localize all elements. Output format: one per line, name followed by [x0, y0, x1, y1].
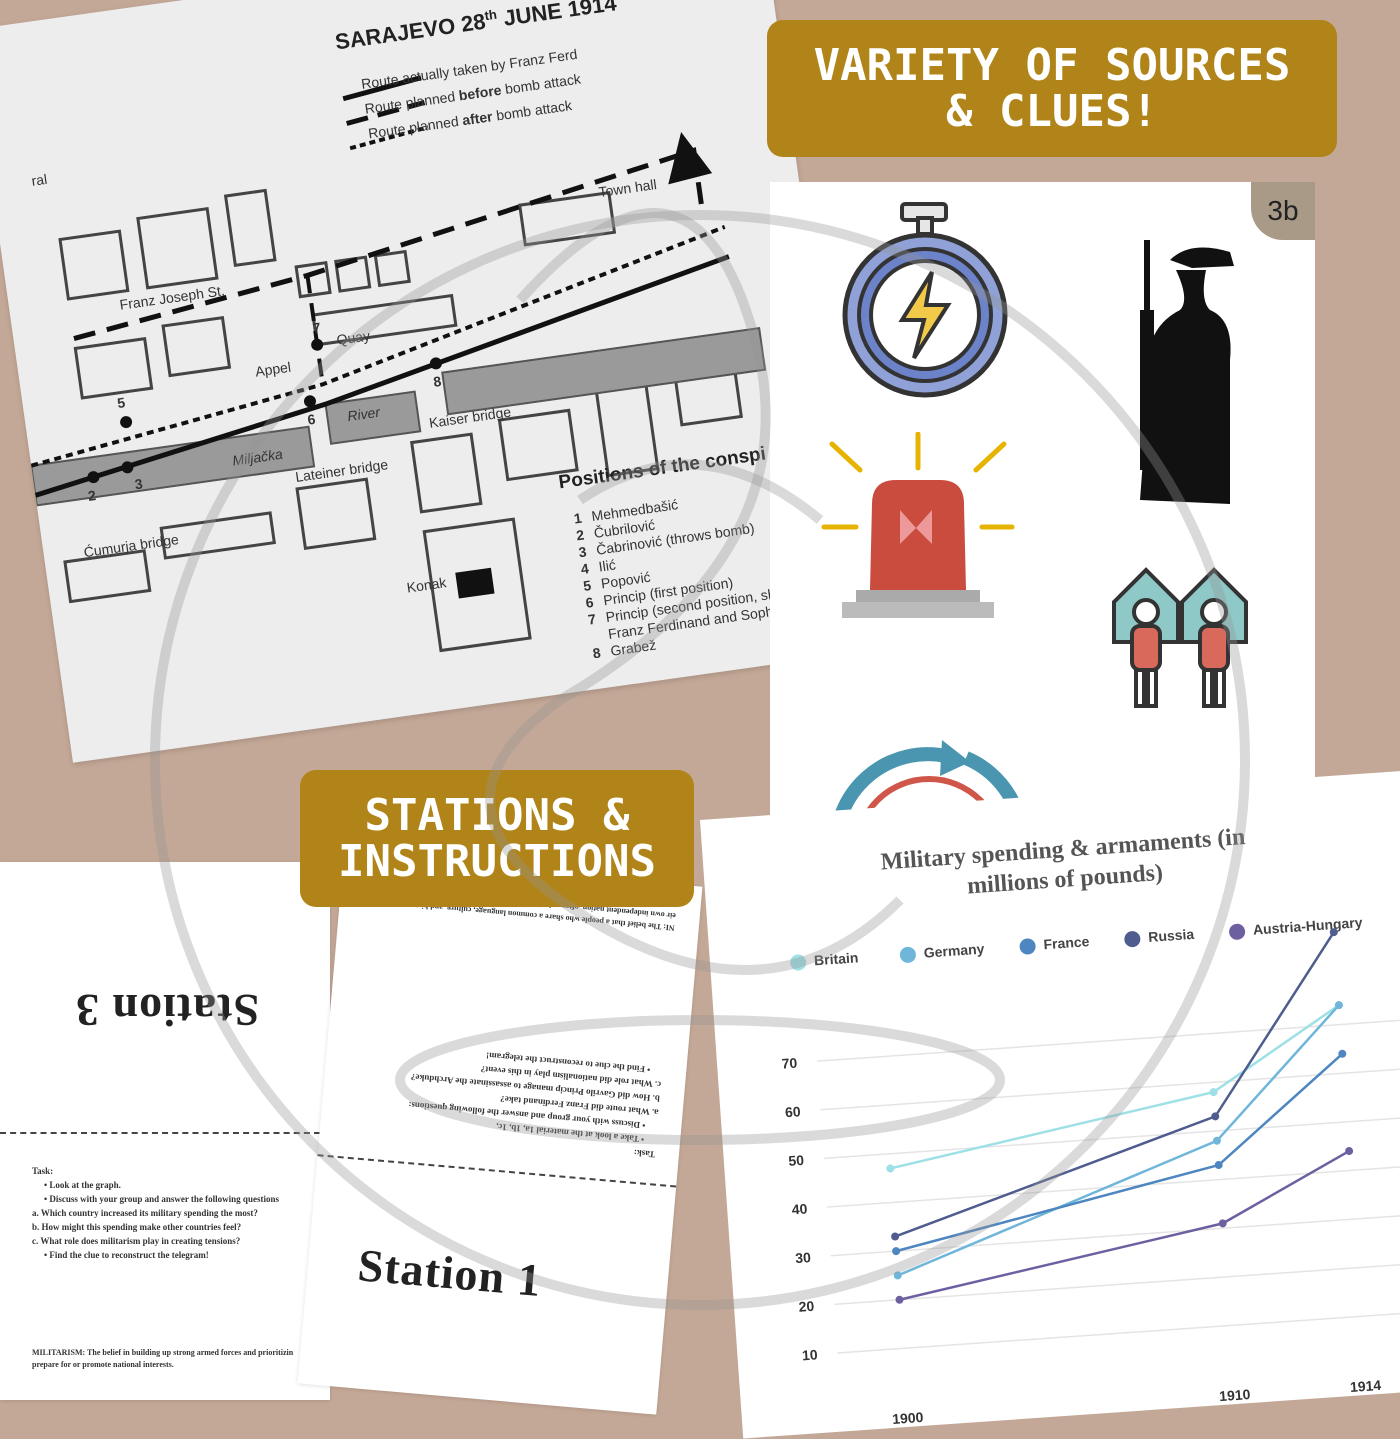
data-point: [1334, 1001, 1343, 1010]
konak-building-icon: [455, 567, 495, 599]
data-point: [1212, 1136, 1221, 1145]
variety-of-sources-banner: VARIETY OF SOURCES & CLUES!: [767, 20, 1337, 157]
cut-line: [0, 1132, 320, 1134]
task-label: Task:: [633, 1147, 656, 1160]
series-line-austria-hungary: [899, 1149, 1350, 1301]
y-tick-label: 30: [795, 1249, 812, 1266]
data-point: [1211, 1112, 1220, 1121]
gridline: [827, 1165, 1400, 1208]
task-line: • Find the clue to reconstruct the teleg…: [44, 1250, 209, 1260]
x-tick-label: 1900: [892, 1409, 924, 1427]
x-tick-label: 1914: [1349, 1377, 1381, 1395]
line-chart: 10 20 30 40 50 60 70 1900 1910 1914: [781, 928, 1400, 1427]
definition-line: prepare for or promote national interest…: [32, 1360, 174, 1369]
stopwatch-lightning-icon: [842, 202, 1008, 398]
y-tick-label: 10: [801, 1346, 818, 1363]
y-tick-label: 60: [784, 1103, 801, 1120]
task-label: Task:: [32, 1166, 54, 1176]
data-point: [891, 1232, 900, 1241]
y-tick-label: 20: [798, 1298, 815, 1315]
gridline: [837, 1311, 1400, 1354]
data-point: [1218, 1219, 1227, 1228]
station-3-title: Station 3: [75, 985, 260, 1036]
station-3-sheet: Station 3 Task: • Look at the graph. • D…: [0, 862, 330, 1400]
task-line: a. Which country increased its military …: [32, 1208, 258, 1218]
gridline: [820, 1067, 1400, 1111]
map-label-ral: ral: [30, 170, 49, 189]
street-map: [30, 75, 767, 653]
x-tick-label: 1910: [1219, 1386, 1251, 1404]
data-point: [1329, 928, 1338, 937]
y-tick-label: 50: [788, 1152, 805, 1169]
data-point: [1214, 1161, 1223, 1170]
data-point: [886, 1164, 895, 1173]
data-point: [1338, 1049, 1347, 1058]
task-line: • Discuss with your group and answer the…: [44, 1194, 279, 1204]
station-1-title: Station 1: [355, 1239, 544, 1307]
task-line: • Look at the graph.: [44, 1180, 121, 1190]
gridline: [817, 1019, 1400, 1062]
card-badge: 3b: [1251, 182, 1315, 240]
banner-line: VARIETY OF SOURCES: [813, 39, 1291, 91]
soldier-silhouette-icon: [1140, 240, 1234, 504]
gridline: [834, 1262, 1400, 1306]
task-line: c. What role does militarism play in cre…: [32, 1236, 241, 1246]
data-point: [892, 1247, 901, 1256]
y-tick-label: 70: [781, 1055, 798, 1072]
data-point: [1209, 1088, 1218, 1097]
y-tick-label: 40: [791, 1200, 808, 1217]
stations-instructions-banner: STATIONS & INSTRUCTIONS: [300, 770, 694, 907]
alarm-siren-icon: [821, 432, 1015, 618]
station-1-sheet: Task: • Take a look at the material 1a, …: [297, 855, 703, 1415]
banner-line: STATIONS &: [364, 789, 630, 841]
military-spending-chart-card: Military spending & armaments (in millio…: [700, 769, 1400, 1439]
definition-line: MILITARISM: The belief in building up st…: [32, 1348, 294, 1357]
gridline: [823, 1116, 1400, 1160]
banner-line: & CLUES!: [946, 85, 1158, 137]
town-hall-icon: [668, 132, 713, 185]
source-icons-card: 3b: [770, 182, 1315, 852]
sarajevo-map-card: SARAJEVO 28th JUNE 1914 Route actually t…: [0, 0, 866, 763]
data-point: [893, 1271, 902, 1280]
people-houses-icon: [1112, 567, 1248, 708]
task-line: b. How might this spending make other co…: [32, 1222, 242, 1232]
data-point: [895, 1295, 904, 1304]
data-point: [1345, 1147, 1354, 1156]
gridline: [830, 1213, 1400, 1257]
banner-line: INSTRUCTIONS: [338, 835, 656, 887]
